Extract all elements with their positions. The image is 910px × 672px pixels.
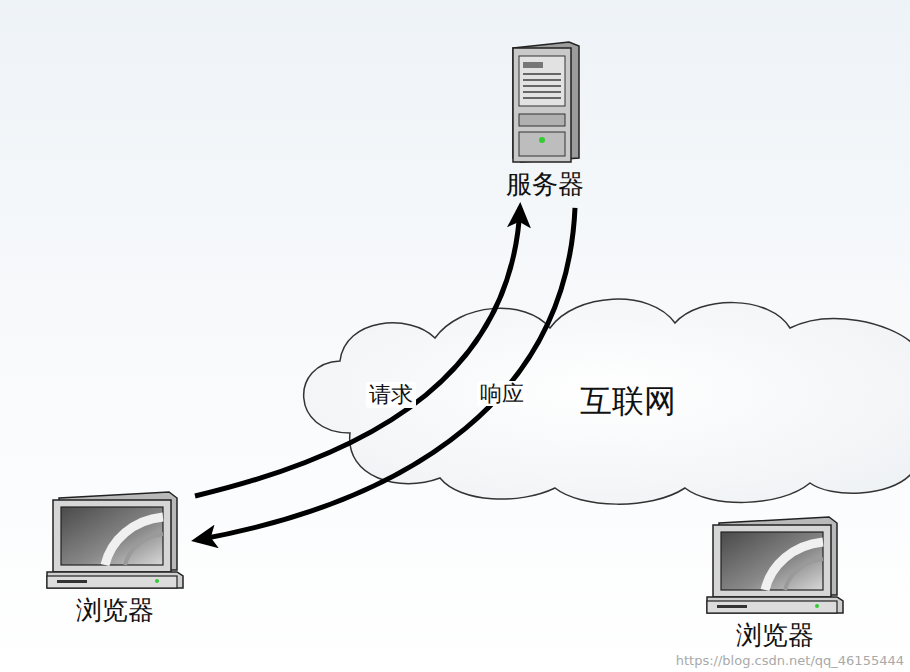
- watermark: https://blog.csdn.net/qq_46155444: [676, 653, 904, 668]
- node-label: 浏览器: [705, 621, 845, 651]
- computer-icon: [705, 515, 845, 619]
- browser-node: 浏览器: [705, 515, 845, 651]
- computer-icon: [45, 490, 185, 594]
- server-icon: [507, 40, 583, 168]
- node-label: 浏览器: [45, 596, 185, 626]
- edge-label: 请求: [366, 382, 416, 407]
- browser-node: 浏览器: [45, 490, 185, 626]
- edge-label: 响应: [477, 381, 527, 406]
- node-label: 服务器: [501, 170, 589, 200]
- connector-arrow: [195, 208, 520, 496]
- node-label: 互联网: [580, 383, 676, 420]
- connector-arrow: [197, 208, 575, 540]
- server-node: 服务器: [501, 40, 589, 200]
